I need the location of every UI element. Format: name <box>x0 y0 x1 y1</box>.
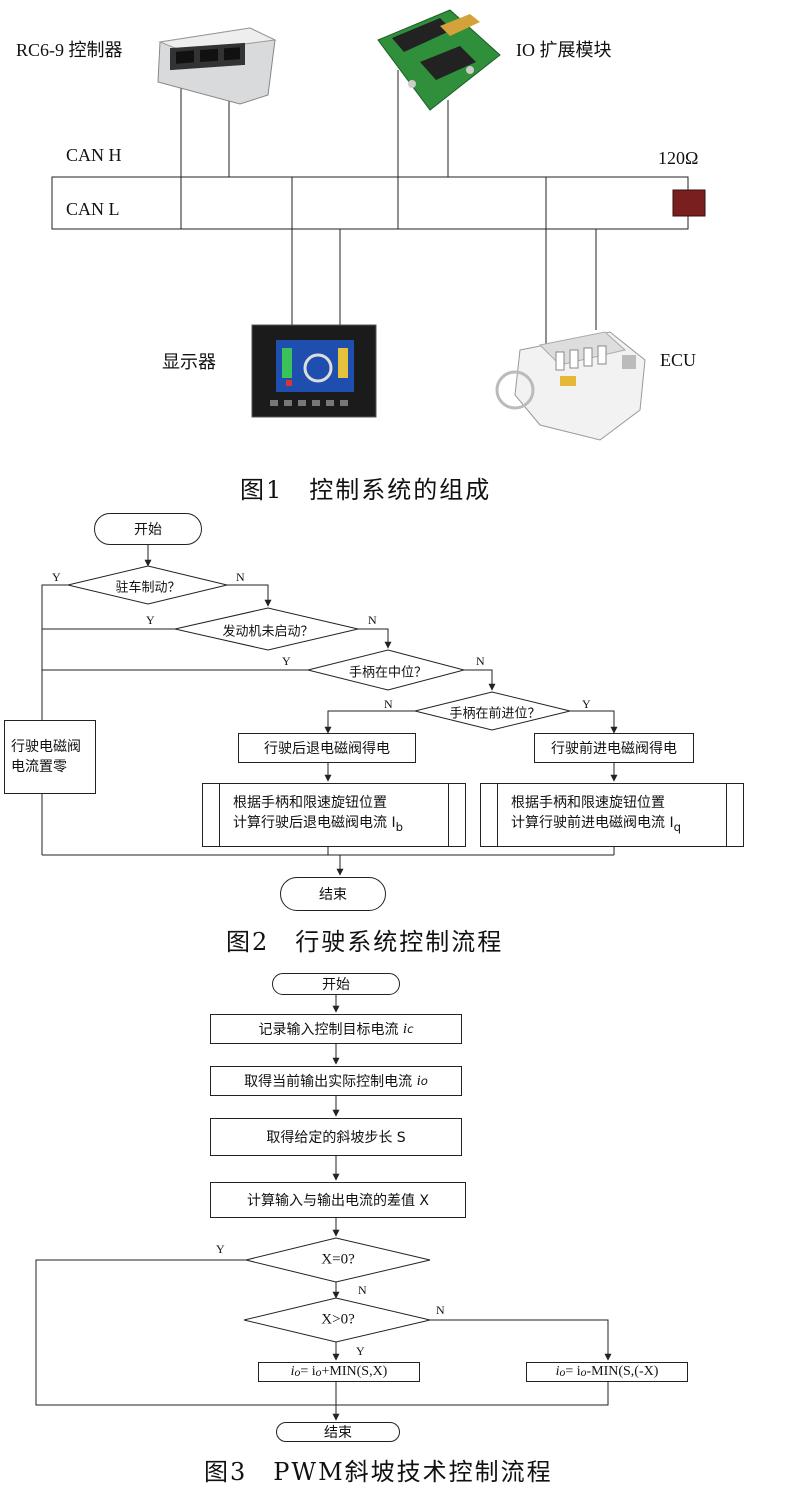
fig2-rev-calc-l2-text: 计算行驶后退电磁阀电流 I <box>233 815 396 832</box>
fig2-d2-n: N <box>368 613 377 627</box>
can-h-label: CAN H <box>66 145 122 165</box>
fig3-connectors <box>35 995 612 1421</box>
fig2-fwd-calc: 根据手柄和限速旋钮位置 计算行驶前进电磁阀电流 Iq <box>480 783 744 847</box>
fig3-step1-text: 记录输入控制目标电流 <box>258 1022 399 1038</box>
resistor-label: 120Ω <box>658 148 699 168</box>
fig2-zero-line2: 电流置零 <box>11 759 67 775</box>
fig3-diamonds <box>243 1237 431 1343</box>
fig2-d3-n: N <box>476 654 485 668</box>
fig2-d1-text: 驻车制动？ <box>115 580 181 596</box>
fig2-fwd-calc-l2: 计算行驶前进电磁阀电流 Iq <box>511 813 743 837</box>
fig2-d4-y: Y <box>582 697 591 711</box>
diamond-handle-neutral <box>307 649 466 691</box>
controller-label: RC6-9 控制器 <box>16 40 123 60</box>
fig3-step3: 取得给定的斜坡步长 S <box>210 1118 462 1156</box>
ecu-label: ECU <box>660 350 696 370</box>
fig2-start: 开始 <box>94 513 202 545</box>
fig2-zero-box: 行驶电磁阀 电流置零 <box>4 720 96 794</box>
fig3-d2-y: Y <box>356 1344 365 1358</box>
fig2-d3-y: Y <box>282 654 291 668</box>
fig2-fwd-calc-l2-text: 计算行驶前进电磁阀电流 I <box>511 815 674 832</box>
fig2-d1-n: N <box>236 570 245 584</box>
fig3-right-sub1: o <box>559 1365 566 1379</box>
io-module-icon <box>377 9 501 111</box>
fig2-d2-y: Y <box>146 613 155 627</box>
fig3-caption: 图3 PWM斜坡技术控制流程 <box>204 1458 553 1486</box>
fig3-step2-var: i <box>416 1072 421 1089</box>
can-bus-box <box>51 176 689 230</box>
ecu-engine-icon <box>495 331 646 441</box>
io-module-label: IO 扩展模块 <box>516 40 612 60</box>
fig2-diamonds <box>67 565 571 731</box>
fig3-right-sub2: o <box>580 1365 587 1379</box>
fig2-rev-calc-l1: 根据手柄和限速旋钮位置 <box>233 795 387 812</box>
fig3-d1-text: X=0? <box>321 1251 355 1268</box>
fig3-d1-n: N <box>358 1283 367 1297</box>
fig3-d2-text: X>0? <box>321 1311 355 1328</box>
fig3-start: 开始 <box>272 973 400 995</box>
fig3-left-sub1: o <box>294 1365 301 1379</box>
fig2-d3-text: 手柄在中位？ <box>348 665 428 681</box>
fig2-fwd-calc-l1: 根据手柄和限速旋钮位置 <box>511 795 665 812</box>
fig2-d4-text: 手柄在前进位？ <box>449 706 541 722</box>
fig3-left-tail: +MIN(S,X) <box>321 1364 388 1379</box>
fig3-right-io: i <box>555 1364 560 1379</box>
fig2-d1-y: Y <box>52 570 61 584</box>
fig2-d2-text: 发动机未启动？ <box>222 624 314 640</box>
fig3-right-eq: = i <box>565 1364 581 1379</box>
fig2-rev-sub: b <box>395 819 403 834</box>
diamond-handle-forward <box>414 691 571 731</box>
fig3-left-eq: = i <box>300 1364 316 1379</box>
fig2-d4-n: N <box>384 697 393 711</box>
diamond-parking-brake <box>67 565 228 605</box>
fig3-right-tail: -MIN(S,(-X) <box>586 1364 659 1379</box>
controller-device-icon <box>157 27 277 105</box>
diamond-engine-not-started <box>174 607 359 651</box>
fig3-step2-text: 取得当前输出实际控制电流 <box>244 1074 413 1090</box>
fig3-step2-sub: o <box>420 1074 428 1088</box>
fig3-left-sub2: o <box>315 1365 322 1379</box>
resistor-120-ohm <box>672 189 706 217</box>
fig2-zero-line1: 行驶电磁阀 <box>11 739 81 755</box>
fig2-caption: 图2 行驶系统控制流程 <box>226 928 504 956</box>
fig2-rev-box: 行驶后退电磁阀得电 <box>238 733 416 763</box>
display-label: 显示器 <box>162 352 216 372</box>
fig3-d2-n: N <box>436 1303 445 1317</box>
display-device-icon <box>251 324 377 418</box>
fig1-system <box>51 70 706 345</box>
fig2-rev-calc-l2: 计算行驶后退电磁阀电流 Ib <box>233 813 465 837</box>
fig3-step1-sub: c <box>407 1022 414 1036</box>
diamond-x-equals-zero <box>245 1237 431 1283</box>
fig1-caption: 图1 控制系统的组成 <box>240 476 492 504</box>
diamond-x-greater-zero <box>243 1297 431 1343</box>
fig3-end: 结束 <box>276 1422 400 1442</box>
fig2-fwd-sub: q <box>673 819 681 834</box>
fig3-left-io: i <box>290 1364 295 1379</box>
fig2-rev-calc: 根据手柄和限速旋钮位置 计算行驶后退电磁阀电流 Ib <box>202 783 466 847</box>
fig3-step4: 计算输入与输出电流的差值 X <box>210 1182 466 1218</box>
fig2-end: 结束 <box>280 877 386 911</box>
fig3-d1-y: Y <box>216 1242 225 1256</box>
can-l-label: CAN L <box>66 199 120 219</box>
fig3-step1-var: i <box>402 1020 408 1037</box>
fig2-fwd-box: 行驶前进电磁阀得电 <box>534 733 694 763</box>
